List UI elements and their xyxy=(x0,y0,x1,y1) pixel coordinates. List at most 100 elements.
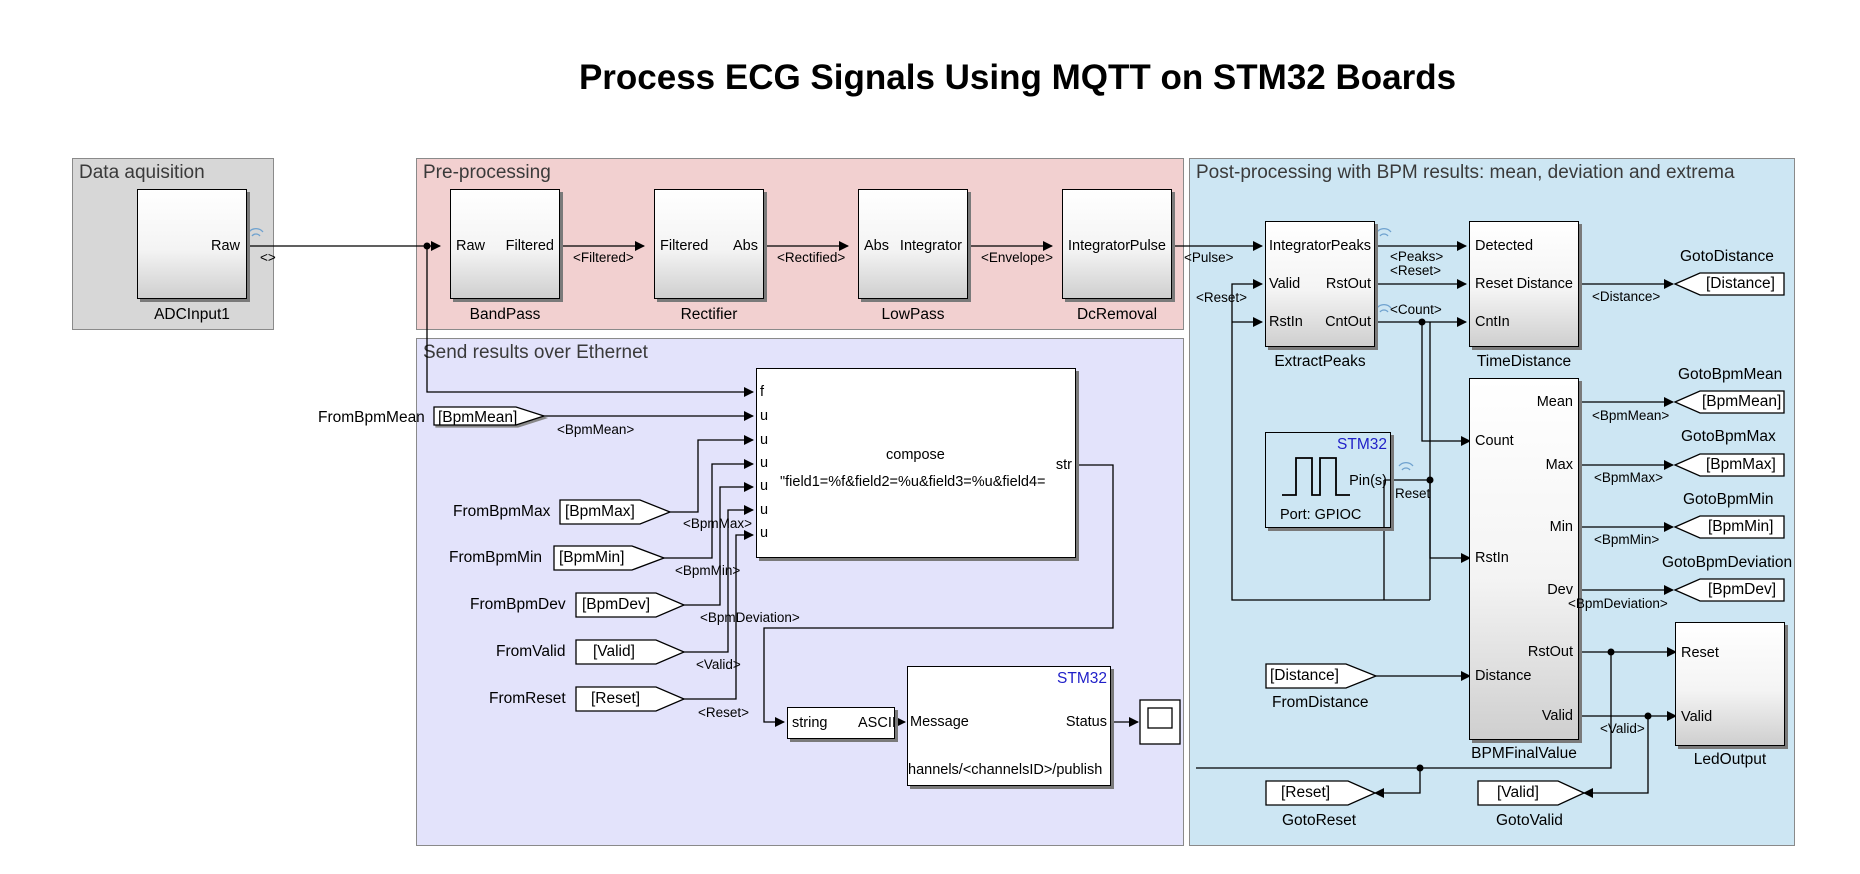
gpio-port-label: Port: GPIOC xyxy=(1280,507,1362,523)
signal-envelope: <Envelope> xyxy=(981,250,1054,265)
goto-distance-tag[interactable]: [Distance] xyxy=(1706,275,1775,292)
led-in-valid: Valid xyxy=(1681,709,1713,725)
time-distance-label: TimeDistance xyxy=(1476,353,1572,370)
extract-in-valid: Valid xyxy=(1269,276,1301,292)
area-title-send: Send results over Ethernet xyxy=(423,342,648,363)
signal-s-bpm-max: <BpmMax> xyxy=(683,516,753,531)
from-valid-name: FromValid xyxy=(496,643,566,660)
from-bpm-max-name: FromBpmMax xyxy=(453,503,551,520)
from-reset-name: FromReset xyxy=(489,690,566,707)
goto-bpm-mean-tag[interactable]: [BpmMean] xyxy=(1702,393,1782,410)
signal-bpm-deviation: <BpmDeviation> xyxy=(1568,596,1668,611)
bpm-final-value-block[interactable]: Count RstIn Distance Mean Max Min Dev Rs… xyxy=(1469,378,1579,740)
rectifier-in-port: Filtered xyxy=(660,238,709,254)
goto-valid-tag[interactable]: [Valid] xyxy=(1497,784,1539,801)
signal-s-bpm-mean: <BpmMean> xyxy=(557,422,635,437)
extract-out-peaks: Peaks xyxy=(1330,238,1371,254)
compose-port-4: u xyxy=(760,455,769,471)
time-in-detected: Detected xyxy=(1475,238,1534,254)
lowpass-label: LowPass xyxy=(881,306,945,323)
goto-distance-name: GotoDistance xyxy=(1680,248,1774,265)
area-pre-processing: Pre-processing xyxy=(416,158,1184,330)
adc-input-block[interactable]: Raw xyxy=(137,189,247,299)
rectifier-out-port: Abs xyxy=(733,238,758,254)
from-bpm-min-tag[interactable]: [BpmMin] xyxy=(559,549,625,566)
lowpass-in-port: Abs xyxy=(864,238,889,254)
compose-block[interactable]: f u u u u u u compose "field1=%f&field2=… xyxy=(756,368,1076,558)
goto-bpm-max-name: GotoBpmMax xyxy=(1681,428,1776,445)
lowpass-block[interactable]: Abs Integrator xyxy=(858,189,968,299)
adc-input-label: ADCInput1 xyxy=(154,306,230,323)
compose-port-6: u xyxy=(760,502,769,518)
bpm-out-dev: Dev xyxy=(1547,582,1573,598)
signal-bpm-max: <BpmMax> xyxy=(1594,470,1664,485)
signal-s-reset: <Reset> xyxy=(698,705,750,720)
goto-bpm-deviation-tag[interactable]: [BpmDev] xyxy=(1708,581,1777,598)
from-distance-name: FromDistance xyxy=(1272,694,1369,711)
goto-reset-tag[interactable]: [Reset] xyxy=(1281,784,1331,801)
dcremoval-block[interactable]: Integrator Pulse xyxy=(1062,189,1172,299)
from-bpm-mean-tag[interactable]: [BpmMean] xyxy=(438,409,518,426)
extract-in-integrator: Integrator xyxy=(1269,238,1332,254)
from-distance-tag[interactable]: [Distance] xyxy=(1270,667,1339,684)
signal-rectified: <Rectified> xyxy=(777,250,846,265)
compose-name: compose xyxy=(886,447,945,463)
goto-bpm-max-tag[interactable]: [BpmMax] xyxy=(1706,456,1776,473)
scope-icon[interactable] xyxy=(1140,700,1180,744)
lowpass-out-port: Integrator xyxy=(899,238,962,254)
extract-out-cntout: CntOut xyxy=(1325,314,1371,330)
compose-format: "field1=%f&field2=%u&field3=%u&field4= xyxy=(780,474,1046,490)
goto-reset-name: GotoReset xyxy=(1282,812,1357,829)
from-bpm-max-tag[interactable]: [BpmMax] xyxy=(565,503,635,520)
signal-gpio-reset: Reset xyxy=(1395,486,1431,501)
bandpass-label: BandPass xyxy=(469,306,541,323)
signal-reset-2: <Reset> xyxy=(1390,263,1442,278)
goto-bpm-min-tag[interactable]: [BpmMin] xyxy=(1708,518,1774,535)
bpm-out-min: Min xyxy=(1549,519,1573,535)
gpio-pulse-block[interactable]: STM32 Pin(s) Port: GPIOC xyxy=(1265,432,1391,528)
time-in-reset: Reset xyxy=(1475,276,1513,292)
string-to-ascii-block[interactable]: string ASCII xyxy=(787,707,896,739)
signal-peaks: <Peaks> xyxy=(1390,249,1444,264)
signal-raw-out: <> xyxy=(260,250,276,265)
from-tag-shapes xyxy=(433,406,1378,712)
extract-peaks-label: ExtractPeaks xyxy=(1274,353,1366,370)
from-valid-tag[interactable]: [Valid] xyxy=(593,643,635,660)
area-title-pre: Pre-processing xyxy=(423,162,551,183)
led-output-label: LedOutput xyxy=(1693,751,1767,768)
compose-out-str: str xyxy=(1055,457,1072,473)
time-in-cntin: CntIn xyxy=(1475,314,1510,330)
from-bpm-dev-tag[interactable]: [BpmDev] xyxy=(582,596,651,613)
signal-valid: <Valid> xyxy=(1600,721,1645,736)
bpm-in-distance: Distance xyxy=(1475,668,1532,684)
signal-bpm-min: <BpmMin> xyxy=(1594,532,1660,547)
time-distance-block[interactable]: Detected Reset CntIn Distance xyxy=(1469,221,1579,347)
compose-port-3: u xyxy=(760,432,769,448)
mqtt-stm32-tag: STM32 xyxy=(1057,670,1107,687)
page-title: Process ECG Signals Using MQTT on STM32 … xyxy=(578,58,1457,97)
goto-bpm-deviation-name: GotoBpmDeviation xyxy=(1662,554,1793,571)
mqtt-topic: hannels/<channelsID>/publish xyxy=(908,762,1103,778)
bpm-in-rstin: RstIn xyxy=(1475,550,1509,566)
bandpass-block[interactable]: Raw Filtered xyxy=(450,189,560,299)
rectifier-block[interactable]: Filtered Abs xyxy=(654,189,764,299)
extract-out-rstout: RstOut xyxy=(1325,276,1371,292)
bpm-out-rstout: RstOut xyxy=(1527,644,1573,660)
signal-distance: <Distance> xyxy=(1592,289,1661,304)
signal-reset-loop: <Reset> xyxy=(1196,290,1248,305)
gpio-stm32-tag: STM32 xyxy=(1337,436,1387,453)
goto-tag-shapes xyxy=(1265,272,1785,806)
area-title-post: Post-processing with BPM results: mean, … xyxy=(1196,162,1735,183)
extract-peaks-block[interactable]: Integrator Valid RstIn Peaks RstOut CntO… xyxy=(1265,221,1375,347)
bpm-out-max: Max xyxy=(1545,457,1573,473)
conv-from: string xyxy=(792,715,828,731)
from-reset-tag[interactable]: [Reset] xyxy=(591,690,641,707)
from-bpm-min-name: FromBpmMin xyxy=(449,549,543,566)
mqtt-publish-block[interactable]: STM32 Message Status hannels/<channelsID… xyxy=(907,666,1111,786)
bpm-out-valid: Valid xyxy=(1541,708,1573,724)
dcremoval-label: DcRemoval xyxy=(1076,306,1158,323)
led-output-block[interactable]: Reset Valid xyxy=(1675,622,1785,746)
bpm-in-count: Count xyxy=(1475,433,1514,449)
conv-to: ASCII xyxy=(858,715,896,731)
